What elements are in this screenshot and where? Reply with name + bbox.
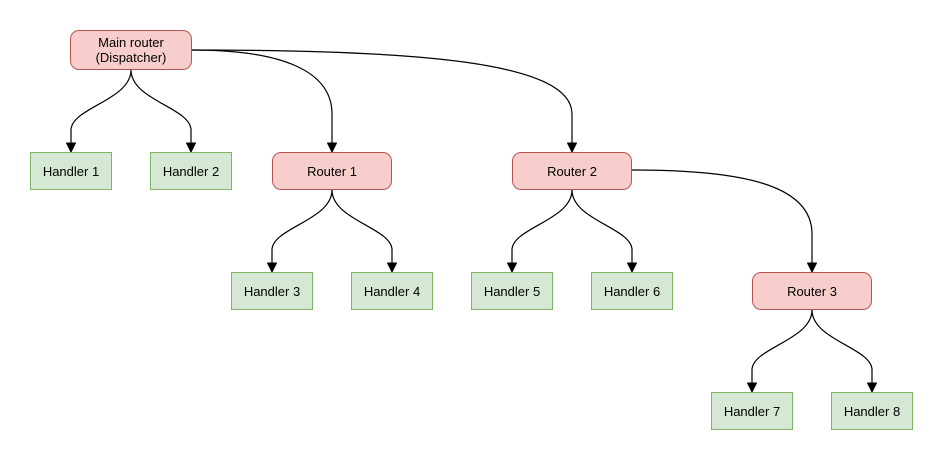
edge-router-3-to-handler-8: [811, 309, 873, 385]
arrowhead-e-r2-h6: [627, 262, 637, 273]
node-label-handler-8: Handler 8: [843, 403, 901, 419]
edge-main-router-to-router-1: [191, 49, 333, 145]
edge-router-1-to-handler-3: [271, 189, 333, 265]
arrowhead-e-r2-h5: [507, 262, 517, 273]
node-label-handler-5: Handler 5: [483, 283, 541, 299]
arrowhead-e-main-r2: [567, 142, 577, 153]
node-main-router[interactable]: Main router (Dispatcher): [70, 30, 192, 70]
node-label-router-3: Router 3: [787, 283, 837, 299]
edge-main-router-to-handler-1: [70, 69, 132, 145]
edge-router-1-to-handler-4: [331, 189, 393, 265]
edge-main-router-to-router-2: [191, 49, 573, 145]
node-handler-8[interactable]: Handler 8: [831, 392, 913, 430]
node-handler-2[interactable]: Handler 2: [150, 152, 232, 190]
arrowhead-e-r2-r3: [807, 262, 817, 273]
edges-group: [70, 49, 873, 385]
node-label-handler-7: Handler 7: [723, 403, 781, 419]
node-handler-6[interactable]: Handler 6: [591, 272, 673, 310]
node-label-handler-1: Handler 1: [42, 163, 100, 179]
edge-router-2-to-handler-5: [511, 189, 573, 265]
node-handler-7[interactable]: Handler 7: [711, 392, 793, 430]
node-handler-3[interactable]: Handler 3: [231, 272, 313, 310]
arrowhead-e-r1-h3: [267, 262, 277, 273]
node-label-router-1: Router 1: [307, 163, 357, 179]
edge-router-2-to-router-3: [631, 169, 813, 265]
arrowhead-e-main-h2: [186, 142, 196, 153]
edge-router-3-to-handler-7: [751, 309, 813, 385]
node-router-2[interactable]: Router 2: [512, 152, 632, 190]
node-label-handler-2: Handler 2: [162, 163, 220, 179]
arrowhead-e-main-r1: [327, 142, 337, 153]
arrowhead-e-r3-h8: [867, 382, 877, 393]
node-label-handler-4: Handler 4: [363, 283, 421, 299]
node-handler-1[interactable]: Handler 1: [30, 152, 112, 190]
arrowhead-e-r1-h4: [387, 262, 397, 273]
node-router-3[interactable]: Router 3: [752, 272, 872, 310]
node-label-router-2: Router 2: [547, 163, 597, 179]
node-router-1[interactable]: Router 1: [272, 152, 392, 190]
node-label-handler-6: Handler 6: [603, 283, 661, 299]
arrowhead-e-r3-h7: [747, 382, 757, 393]
node-handler-5[interactable]: Handler 5: [471, 272, 553, 310]
node-handler-4[interactable]: Handler 4: [351, 272, 433, 310]
node-label-handler-3: Handler 3: [243, 283, 301, 299]
node-label-main-router: Main router (Dispatcher): [95, 35, 167, 65]
arrowhead-e-main-h1: [66, 142, 76, 153]
edge-router-2-to-handler-6: [571, 189, 633, 265]
edge-main-router-to-handler-2: [130, 69, 192, 145]
